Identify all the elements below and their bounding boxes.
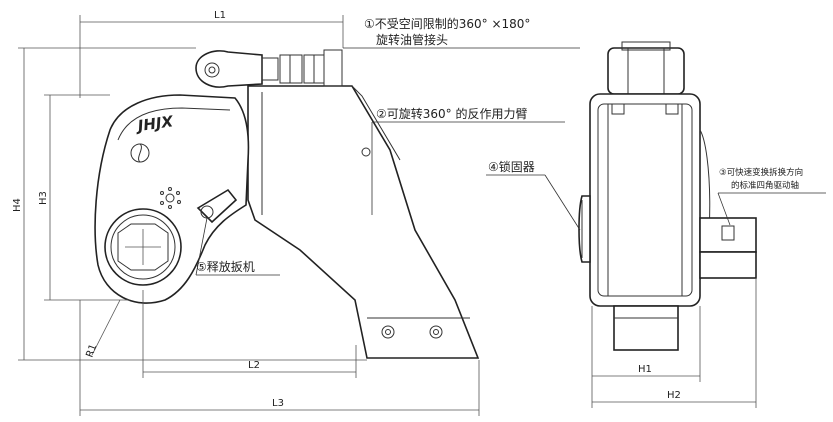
front-socket-stem [613,305,679,351]
front-tab-left [611,103,625,115]
dim-r1-label: R1 [84,343,99,359]
dim-h3-label: H3 [38,191,49,205]
front-nut-cap [621,41,671,51]
swivel-pivot-core [208,66,216,74]
arm-bolt-right [429,325,443,339]
lock-knob [578,195,591,263]
arm-bolt-left-core [385,329,391,335]
arm-bolt-left [381,325,395,339]
front-hose-nut [607,47,685,95]
square-drive-collar [699,251,757,279]
hose-coupler [323,49,343,87]
swivel-pivot [204,62,220,78]
hose-nut-2 [279,54,303,84]
callout-1-line2: 旋转油管接头 [376,32,448,47]
dim-r1-leader [91,299,121,356]
dim-l2-label: L2 [248,360,260,371]
front-body [589,93,701,307]
callout-2-text: ②可旋转360° 的反作用力臂 [376,106,527,121]
callout-4-text: ④锁固器 [488,159,535,174]
arm-bolt-right-core [433,329,439,335]
front-body-inner [597,103,693,297]
arm-pin [361,147,371,157]
callout-3-leader [717,192,731,226]
callout-4-leader [544,174,581,231]
dim-h4-label: H4 [12,198,23,212]
reaction-arm [247,85,480,359]
hose-nut-1 [261,57,279,81]
release-trigger [196,188,238,224]
dim-l1-label: L1 [214,10,226,21]
callout-3-line1: ③可快速变换拆换方向 [719,167,803,178]
square-drive-tip [721,225,735,241]
callout-5-text: ⑤释放扳机 [196,259,255,274]
dim-l3-label: L3 [272,398,284,409]
brand-logo: JHJX [134,112,176,135]
wrench-head-inner [117,107,231,141]
callout-3-line2: 的标准四角驱动轴 [731,180,799,191]
swivel-fitting [195,50,263,88]
dim-h1-label: H1 [638,364,652,375]
socket-ring [110,214,176,280]
emblem-icon-curve [138,143,142,163]
square-drive [699,217,757,253]
dim-h2-label: H2 [667,390,681,401]
reaction-arm-edge [261,85,401,215]
front-tab-right [665,103,679,115]
indicator-dots [160,187,181,209]
callout-1-line1: ①不受空间限制的360° ×180° [364,16,530,31]
callout-5-leader [195,217,208,276]
hex-socket [117,223,169,271]
